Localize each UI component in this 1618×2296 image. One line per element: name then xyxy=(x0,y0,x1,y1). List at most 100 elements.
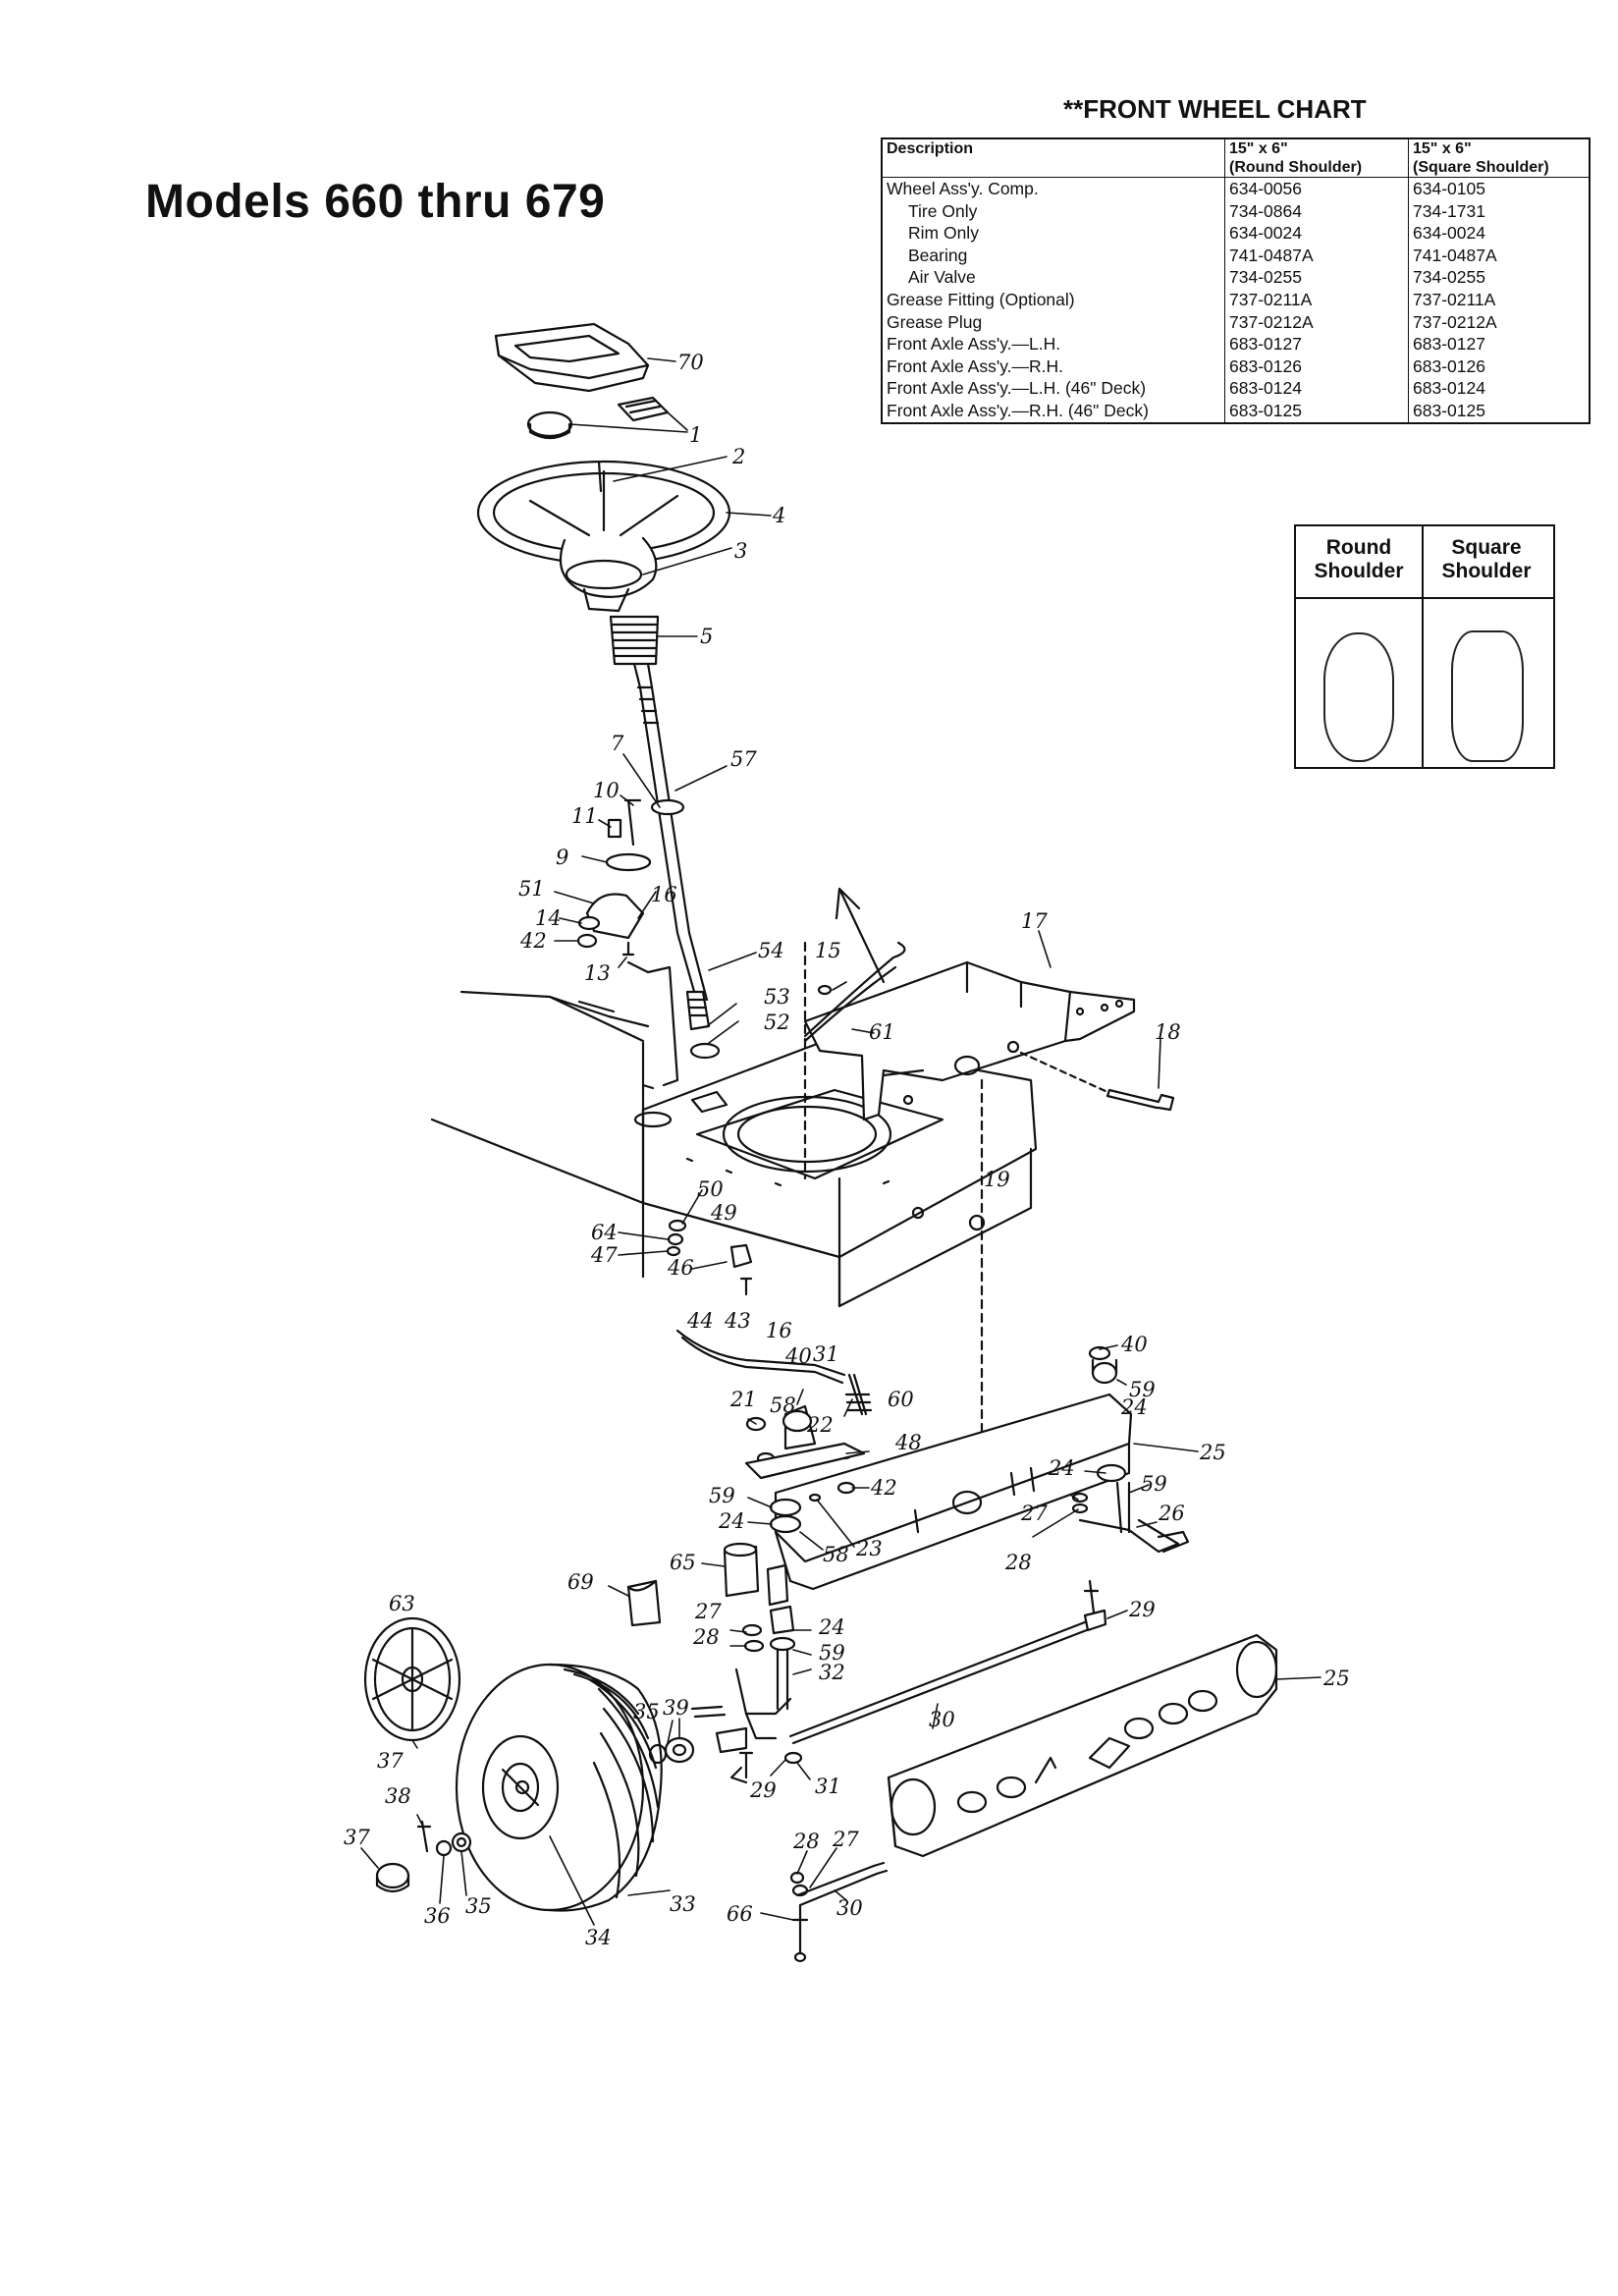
callout-24-mid: 24 xyxy=(1048,1456,1075,1480)
row-square-part: 634-0024 xyxy=(1413,223,1485,244)
row-square-part: 683-0126 xyxy=(1413,355,1485,376)
callout-53: 53 xyxy=(764,985,790,1009)
callout-24-left: 24 xyxy=(718,1509,745,1533)
row-square-part: 683-0124 xyxy=(1413,378,1485,399)
callout-23: 23 xyxy=(855,1537,883,1560)
round-shoulder-label: Round Shoulder xyxy=(1296,536,1422,583)
callout-60: 60 xyxy=(888,1388,914,1411)
callout-36: 36 xyxy=(424,1904,451,1928)
callout-57: 57 xyxy=(730,747,757,771)
callout-27-lower: 27 xyxy=(832,1828,859,1851)
header-square-type: (Square Shoulder) xyxy=(1413,159,1549,176)
row-description: Front Axle Ass'y.—L.H. (46" Deck) xyxy=(882,377,1225,400)
row-square-part: 734-0255 xyxy=(1413,267,1485,288)
row-round-part: 737-0211A xyxy=(1224,288,1409,311)
callout-37-lower: 37 xyxy=(344,1826,370,1849)
table-row: Front Axle Ass'y.—R.H. (46" Deck)683-012… xyxy=(882,399,1590,423)
spindle-left xyxy=(715,1605,796,1754)
bracket-69 xyxy=(626,1579,662,1627)
callout-38: 38 xyxy=(385,1784,411,1808)
callout-65: 65 xyxy=(670,1551,696,1574)
callout-11: 11 xyxy=(571,804,598,828)
callout-50: 50 xyxy=(697,1177,724,1201)
row-round-part: 734-0255 xyxy=(1224,266,1409,289)
row-round-part: 737-0212A xyxy=(1224,310,1409,334)
callout-16-upper: 16 xyxy=(651,883,677,906)
callout-40-right: 40 xyxy=(1120,1333,1148,1356)
row-description: Rim Only xyxy=(882,222,1225,245)
wheel-hubcap xyxy=(363,1616,461,1742)
cable-61 xyxy=(803,941,906,1038)
callout-47: 47 xyxy=(590,1243,618,1267)
callout-7: 7 xyxy=(611,732,624,755)
row-round-part: 683-0125 xyxy=(1224,399,1409,423)
row-description: Front Axle Ass'y.—R.H. xyxy=(882,355,1225,378)
callout-54: 54 xyxy=(758,939,784,962)
callout-37-upper: 37 xyxy=(377,1749,404,1773)
callout-70: 70 xyxy=(677,351,704,374)
front-wheel-chart-table: Description 15" x 6" (Round Shoulder) 15… xyxy=(881,137,1591,424)
round-label-line2: Shoulder xyxy=(1314,560,1404,582)
callout-14: 14 xyxy=(535,906,562,930)
callout-34: 34 xyxy=(585,1926,612,1949)
axle-mount-bracket xyxy=(803,960,1136,1121)
row-round-part: 683-0127 xyxy=(1224,333,1409,355)
row-square-part: 741-0487A xyxy=(1413,245,1497,265)
front-axle-lower xyxy=(887,1633,1278,1858)
callout-25-lower: 25 xyxy=(1322,1667,1350,1690)
callout-3: 3 xyxy=(734,539,747,563)
callout-17: 17 xyxy=(1021,909,1048,933)
header-round-size: 15" x 6" xyxy=(1229,140,1288,157)
callout-35-upper: 35 xyxy=(633,1700,660,1723)
square-shoulder-tire-profile xyxy=(1451,630,1524,762)
callout-25-upper: 25 xyxy=(1199,1441,1226,1464)
page-title: Models 660 thru 679 xyxy=(145,176,606,228)
callout-2: 2 xyxy=(731,445,745,468)
shoulder-box-divider xyxy=(1422,526,1424,767)
row-description: Tire Only xyxy=(882,199,1225,223)
callout-26: 26 xyxy=(1158,1502,1185,1525)
callout-42-lower: 42 xyxy=(870,1476,897,1500)
steering-bellows-part xyxy=(609,615,660,666)
steering-wheel-part xyxy=(476,460,731,613)
callout-24-upper: 24 xyxy=(1120,1395,1148,1419)
callout-46: 46 xyxy=(667,1256,694,1280)
callout-4: 4 xyxy=(772,504,785,527)
callout-29-right: 29 xyxy=(1128,1598,1156,1621)
shoulder-profile-box: Round Shoulder Square Shoulder xyxy=(1294,524,1555,769)
row-round-part: 741-0487A xyxy=(1224,244,1409,267)
callout-42-upper: 42 xyxy=(519,929,547,953)
row-square-part: 634-0105 xyxy=(1413,179,1485,198)
callout-27-right: 27 xyxy=(1020,1502,1048,1525)
callout-32: 32 xyxy=(819,1661,845,1684)
callout-31-upper: 31 xyxy=(813,1342,839,1366)
callout-28-right: 28 xyxy=(1004,1551,1032,1574)
row-round-part: 634-0056 xyxy=(1224,177,1409,200)
table-row: Front Axle Ass'y.—L.H. (46" Deck) 683-012… xyxy=(882,377,1590,400)
row-round-part: 734-0864 xyxy=(1224,199,1409,223)
bolt-18 xyxy=(1019,1051,1175,1112)
square-shoulder-label: Square Shoulder xyxy=(1424,536,1549,583)
callout-63: 63 xyxy=(389,1592,415,1615)
axle-bushing-65 xyxy=(723,1542,789,1607)
tie-rod-30 xyxy=(729,1609,1107,1784)
header-round-type: (Round Shoulder) xyxy=(1229,159,1363,176)
row-description: Front Axle Ass'y.—L.H. xyxy=(882,333,1225,355)
drag-link-16 xyxy=(675,1329,873,1416)
callout-49: 49 xyxy=(710,1201,737,1225)
seat-cover-part xyxy=(494,322,650,393)
steering-cap-part xyxy=(526,396,670,440)
row-description: Front Axle Ass'y.—R.H. (46" Deck) xyxy=(882,399,1225,423)
square-label-line1: Square xyxy=(1451,536,1522,559)
callout-39: 39 xyxy=(663,1696,689,1720)
row-description: Grease Fitting (Optional) xyxy=(882,288,1225,311)
callout-leader-lines xyxy=(360,357,1321,1926)
callout-35-lower: 35 xyxy=(465,1894,492,1918)
tractor-frame-left xyxy=(430,990,655,1279)
callout-19: 19 xyxy=(984,1168,1010,1191)
